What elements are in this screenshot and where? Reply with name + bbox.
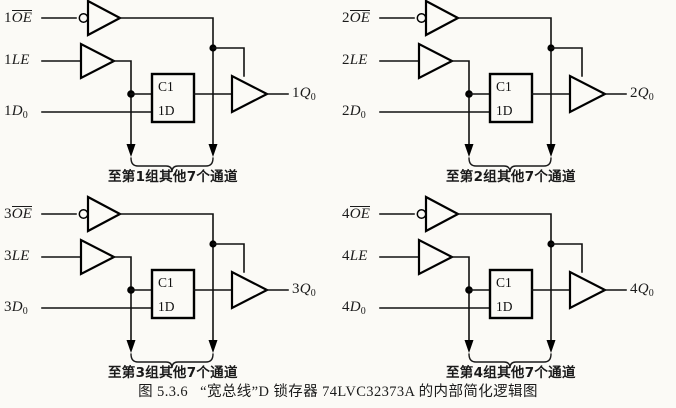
unit-4-c1-label: C1 [496,275,512,290]
unit-2-channel-note: 至第2组其他7个通道 [446,169,576,185]
unit-4-d-label: 4D0 [342,299,366,317]
unit-1-le-bus-wire [113,60,132,149]
unit-3-oe-bus-wire [119,213,214,345]
unit-2-q-label: 2Q0 [630,85,654,103]
unit-2-latch-box [488,72,534,124]
unit-1-d-label: 1D0 [4,103,28,121]
unit-4-le-bus-wire [451,256,470,345]
unit-2-oe-bus-wire [457,17,552,149]
unit-3-le-down-arrow-icon [126,340,136,353]
unit-2-1d-label: 1D [496,103,513,118]
unit-1-schematic [41,0,289,173]
unit-2-d-label: 2D0 [342,103,366,121]
figure-caption: 图 5.3.6 “宽总线”D 锁存器 74LVC32373A 的内部简化逻辑图 [0,380,676,401]
unit-1-1d-label: 1D [158,103,175,118]
unit-2-channel-brace-icon [468,157,552,173]
unit-3-le-label: 3LE [4,248,30,264]
unit-1-latch-box [150,72,196,124]
unit-4-le-label: 4LE [342,248,368,264]
figure-caption-number: 图 5.3.6 [138,384,189,400]
unit-3-q-label: 3Q0 [292,281,316,299]
unit-3-c1-label: C1 [158,275,174,290]
figure-caption-text: “宽总线”D 锁存器 74LVC32373A 的内部简化逻辑图 [200,384,538,400]
unit-1-oe-label: 1OE [4,10,33,26]
unit-2-tristate-buffer-icon [568,74,607,114]
unit-2-oe-inverter-icon [416,0,460,37]
unit-1-le-label: 1LE [4,52,30,68]
unit-3-schematic [41,195,289,369]
unit-3-oe-inverter-icon [78,195,122,233]
unit-4-oe-down-arrow-icon [546,340,556,353]
unit-4-schematic [379,195,627,369]
unit-4-le-down-arrow-icon [464,340,474,353]
unit-2-c1-label: C1 [496,79,512,94]
unit-2-schematic [379,0,627,173]
unit-1-channel-note: 至第1组其他7个通道 [108,169,238,185]
unit-2-oe-down-arrow-icon [546,144,556,157]
unit-4-latch-box [488,268,534,320]
unit-4-channel-brace-icon [468,353,552,369]
unit-4-1d-label: 1D [496,299,513,314]
unit-1-oe-down-arrow-icon [208,144,218,157]
unit-3-le-bus-wire [113,256,132,345]
unit-3-d-label: 3D0 [4,299,28,317]
unit-4-oe-inverter-icon [416,195,460,233]
unit-1-q-label: 1Q0 [292,85,316,103]
unit-3-latch-box [150,268,196,320]
unit-1-le-down-arrow-icon [126,144,136,157]
unit-3-channel-brace-icon [130,353,214,369]
unit-3-1d-label: 1D [158,299,175,314]
unit-3-oe-label: 3OE [4,206,33,222]
unit-3-oe-down-arrow-icon [208,340,218,353]
unit-2-oe-label: 2OE [342,10,371,26]
unit-3-oe-to-tristate-control [212,243,245,273]
unit-2-le-down-arrow-icon [464,144,474,157]
unit-1-tristate-buffer-icon [230,74,269,114]
unit-1-oe-to-tristate-control [212,47,245,77]
unit-2-le-buffer-icon [417,42,454,80]
unit-4-tristate-buffer-icon [568,270,607,310]
unit-4-q-label: 4Q0 [630,281,654,299]
unit-4-oe-bus-wire [457,213,552,345]
unit-4-oe-to-tristate-control [550,243,583,273]
unit-4-oe-label: 4OE [342,206,371,222]
unit-3-channel-note: 至第3组其他7个通道 [108,365,238,381]
unit-4-channel-note: 至第4组其他7个通道 [446,365,576,381]
unit-1-c1-label: C1 [158,79,174,94]
unit-1-channel-brace-icon [130,157,214,173]
unit-3-tristate-buffer-icon [230,270,269,310]
unit-2-oe-to-tristate-control [550,47,583,77]
unit-4-le-buffer-icon [417,238,454,276]
unit-2-le-bus-wire [451,60,470,149]
unit-1-oe-inverter-icon [78,0,122,37]
unit-1-oe-bus-wire [119,17,214,149]
unit-3-le-buffer-icon [79,238,116,276]
unit-2-le-label: 2LE [342,52,368,68]
unit-1-le-buffer-icon [79,42,116,80]
